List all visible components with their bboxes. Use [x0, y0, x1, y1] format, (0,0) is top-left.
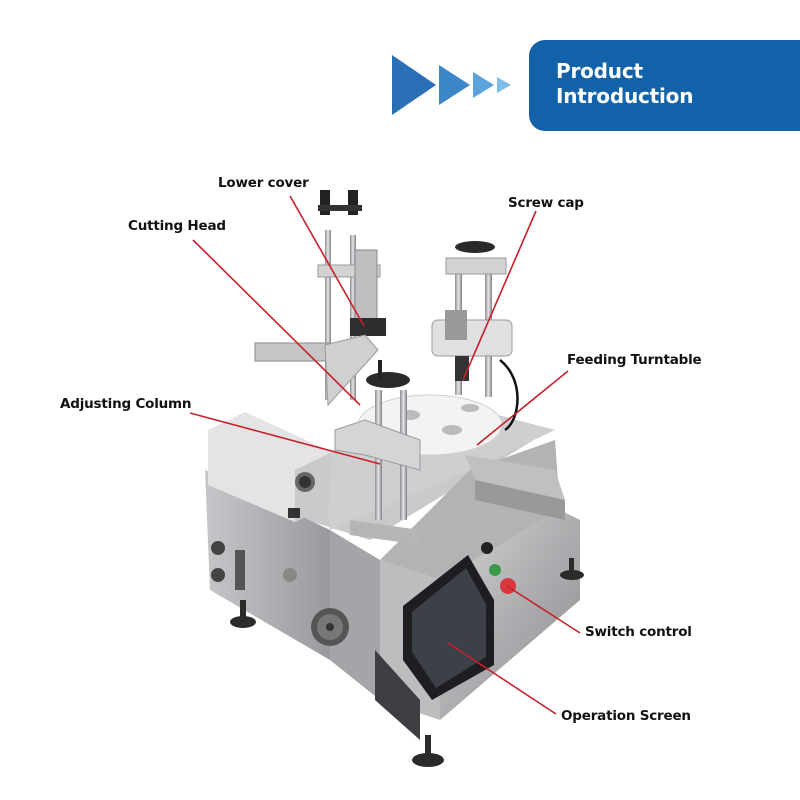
- center-column-assembly: [334, 360, 421, 545]
- label-switch-control: Switch control: [585, 624, 692, 640]
- leveling-feet: [230, 558, 584, 767]
- label-cutting-head: Cutting Head: [128, 218, 226, 234]
- leader-line-operation-screen: [447, 642, 557, 715]
- touch-screen: [403, 555, 494, 700]
- leader-line-cutting-head: [192, 239, 361, 406]
- title-line-1: Product: [556, 59, 643, 83]
- page-title: Product Introduction: [556, 59, 693, 109]
- leader-line-screw-cap: [462, 210, 537, 381]
- right-column-assembly: [431, 241, 519, 432]
- title-line-2: Introduction: [556, 84, 694, 108]
- label-lower-cover: Lower cover: [218, 175, 309, 191]
- left-column-assembly: [254, 190, 386, 407]
- air-gauges: [211, 541, 297, 590]
- leader-line-switch-control: [506, 585, 581, 634]
- label-screw-cap: Screw cap: [508, 195, 584, 211]
- chevron-arrows-icon: [392, 55, 511, 115]
- conveyor-rail: [465, 455, 565, 520]
- control-box: [208, 412, 332, 522]
- leader-line-adjusting-column: [189, 412, 381, 465]
- label-adjusting-column: Adjusting Column: [60, 396, 192, 412]
- leader-line-lower-cover: [289, 195, 365, 327]
- label-operation-screen: Operation Screen: [561, 708, 691, 724]
- cooling-fan: [311, 608, 349, 646]
- label-feeding-turntable: Feeding Turntable: [567, 352, 702, 368]
- leader-line-feeding-turntable: [476, 370, 569, 446]
- header-banner: [529, 40, 800, 131]
